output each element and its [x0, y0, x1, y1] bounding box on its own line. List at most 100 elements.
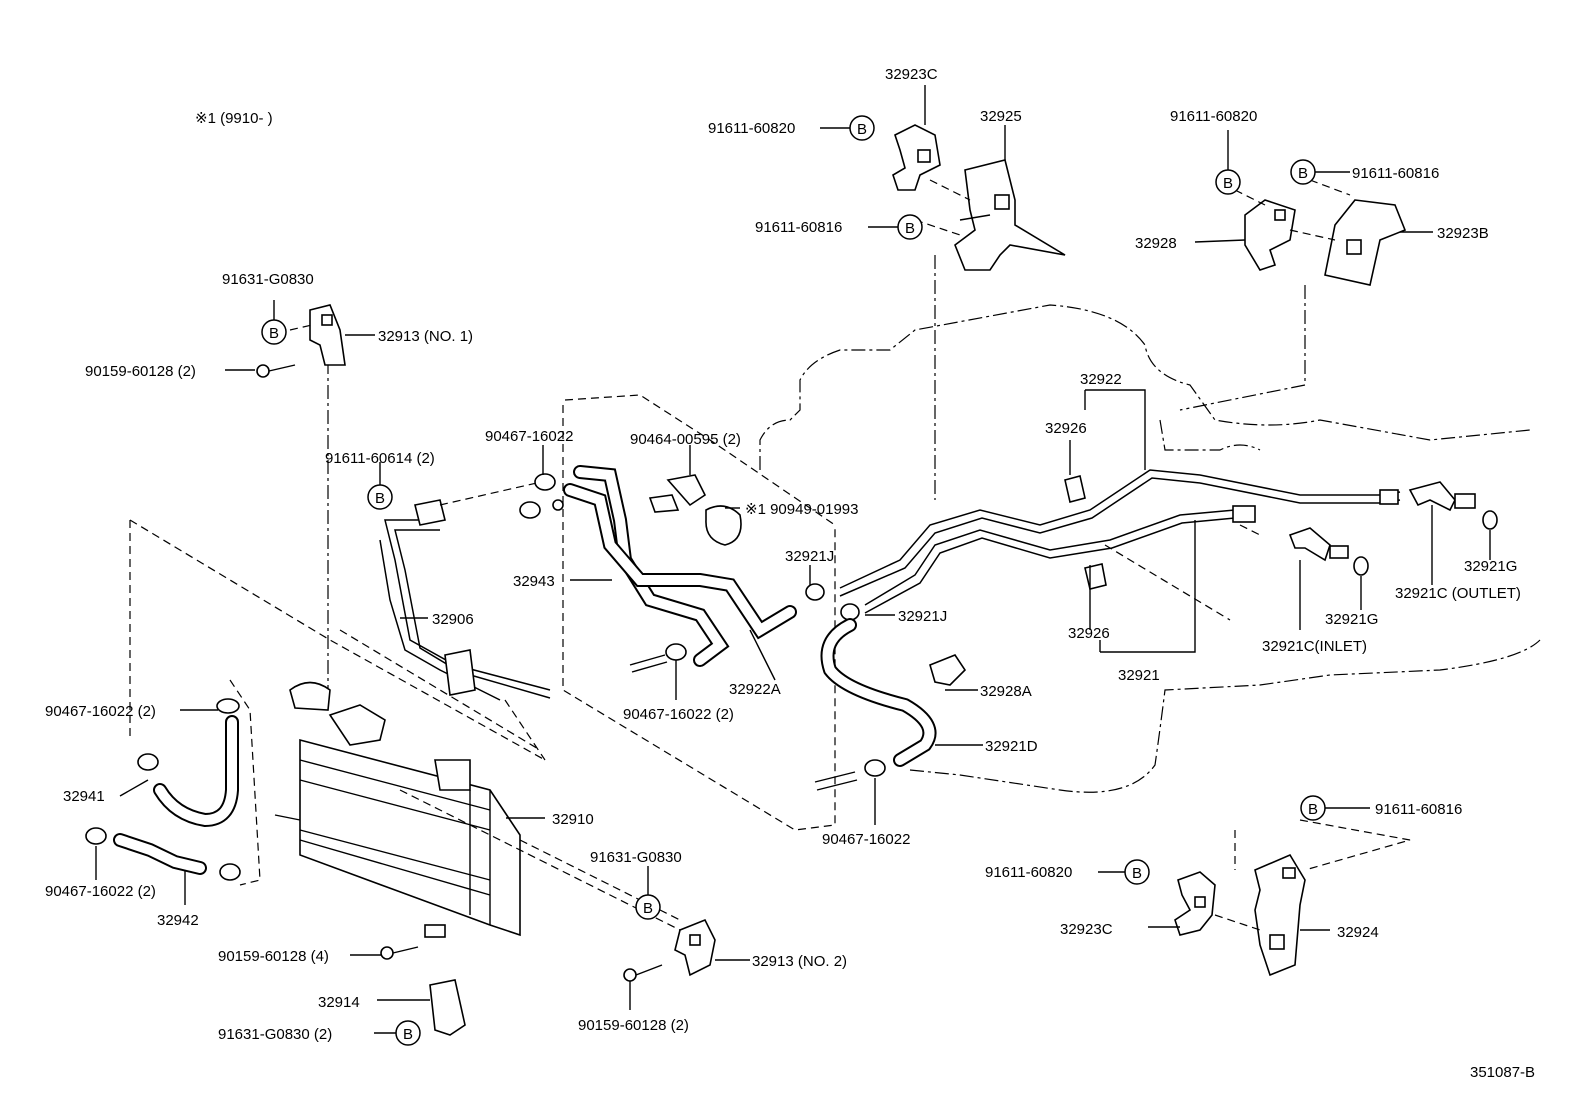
clamp-90467-16022-e — [814, 759, 886, 791]
part-label: 90159-60128 (2) — [85, 363, 196, 380]
part-label: 32921G — [1464, 558, 1517, 575]
part-label: 32914 — [318, 994, 360, 1011]
bracket-32923C-top — [892, 124, 941, 191]
part-label: 32910 — [552, 811, 594, 828]
b-symbol: B — [1132, 865, 1142, 882]
part-label: 32925 — [980, 108, 1022, 125]
b-symbol: B — [1223, 175, 1233, 192]
bracket-32914 — [424, 924, 466, 1036]
part-label: 91611-60614 (2) — [325, 450, 435, 467]
part-label: 90159-60128 (2) — [578, 1017, 689, 1034]
part-label: 32922A — [729, 681, 781, 698]
b-symbol: B — [905, 220, 915, 237]
union-32921C-inlet — [1288, 527, 1349, 562]
clamp-90467-16022-c — [137, 698, 240, 771]
oring-32921G-b — [1353, 556, 1369, 576]
part-label: 90467-16022 — [485, 428, 573, 445]
b-symbol: B — [1298, 165, 1308, 182]
part-label: 90467-16022 — [822, 831, 910, 848]
part-labels: ※1 (9910- ) 32923C 91611-60820 32925 916… — [45, 66, 1535, 1081]
pipe-32906 — [379, 499, 551, 701]
part-label: 32942 — [157, 912, 199, 929]
clip-90464-00595 — [648, 474, 707, 513]
bolt-symbol-circles: B B B B B B B B B B — [261, 115, 1326, 1046]
clamp-32928A — [929, 654, 967, 686]
part-label: 32913 (NO. 1) — [378, 328, 473, 345]
part-label: 90467-16022 (2) — [45, 883, 156, 900]
clamp-90467-16022-b — [629, 643, 687, 673]
part-label: 91611-60816 — [1352, 165, 1439, 182]
bracket-32923C-bottom — [1174, 871, 1216, 936]
part-label: 91611-60816 — [755, 219, 842, 236]
hose-32922A — [563, 483, 797, 640]
part-label: 32913 (NO. 2) — [752, 953, 847, 970]
part-label: 32928A — [980, 683, 1032, 700]
part-label: 32922 — [1080, 371, 1122, 388]
b-symbol: B — [643, 900, 653, 917]
part-label: 32941 — [63, 788, 105, 805]
bracket-32913-no2 — [674, 918, 716, 977]
reference-code: 351087-B — [1470, 1064, 1535, 1081]
part-label: 90467-16022 (2) — [623, 706, 734, 723]
part-label: 32921C(INLET) — [1262, 638, 1367, 655]
bolt-90159-60128-b — [380, 946, 419, 960]
part-label: 91631-G0830 — [222, 271, 314, 288]
part-label: ※1 90949-01993 — [745, 501, 859, 518]
clamp-32921J-a — [805, 583, 825, 601]
clip-90949-01993 — [705, 505, 742, 546]
clamp-32921J-b — [840, 603, 860, 621]
union-32921C-outlet — [1408, 481, 1476, 512]
hose-32921D — [820, 618, 937, 767]
hose-32941 — [153, 715, 239, 828]
b-symbol: B — [375, 490, 385, 507]
part-label: 91631-G0830 — [590, 849, 682, 866]
part-label: 32926 — [1068, 625, 1110, 642]
b-symbol: B — [269, 325, 279, 342]
leader-dashdot-32923B — [1179, 285, 1306, 411]
tube-32922 — [839, 469, 1401, 597]
part-label: 91611-60820 — [985, 864, 1072, 881]
part-label: 32906 — [432, 611, 474, 628]
part-label: 91611-60820 — [708, 120, 795, 137]
bracket-32913-no1 — [309, 304, 346, 366]
vehicle-body-outline-rear — [1159, 419, 1261, 451]
clamp-90467-16022-a — [519, 473, 564, 519]
part-label: 90467-16022 (2) — [45, 703, 156, 720]
part-label: 32926 — [1045, 420, 1087, 437]
b-symbol: B — [1308, 801, 1318, 818]
leader-lines — [95, 85, 1491, 1034]
bolt-90159-60128-a — [256, 364, 296, 378]
part-label: 32921G — [1325, 611, 1378, 628]
bolt-90159-60128-c — [623, 964, 663, 982]
part-label: 91611-60820 — [1170, 108, 1257, 125]
clamp-90467-16022-d — [85, 827, 241, 881]
part-label: 32924 — [1337, 924, 1379, 941]
oil-cooler-32910 — [274, 681, 521, 937]
hose-32942 — [113, 833, 207, 875]
part-label: 32923B — [1437, 225, 1489, 242]
part-label: 32921J — [898, 608, 947, 625]
part-label: 90464-00595 (2) — [630, 431, 741, 448]
part-label: 32921D — [985, 738, 1038, 755]
part-label: 32923C — [1060, 921, 1113, 938]
grommet-32926-a — [1064, 475, 1086, 503]
bracket-32928 — [1244, 199, 1296, 271]
bracket-32925 — [954, 159, 1066, 271]
b-symbol: B — [857, 121, 867, 138]
part-label: 32943 — [513, 573, 555, 590]
part-label: 91611-60816 — [1375, 801, 1462, 818]
part-label: 90159-60128 (4) — [218, 948, 329, 965]
bracket-32924 — [1254, 853, 1306, 977]
oring-32921G-a — [1482, 510, 1498, 530]
vehicle-body-outline-lower — [909, 639, 1541, 793]
part-label: 32921C (OUTLET) — [1395, 585, 1521, 602]
note-label: ※1 (9910- ) — [195, 110, 273, 127]
part-label: 32923C — [885, 66, 938, 83]
b-symbol: B — [403, 1026, 413, 1043]
tube-32921 — [864, 505, 1256, 614]
part-label: 32928 — [1135, 235, 1177, 252]
part-label: 32921J — [785, 548, 834, 565]
vehicle-body-outline — [759, 304, 1531, 470]
bracket-32923B — [1324, 199, 1407, 286]
